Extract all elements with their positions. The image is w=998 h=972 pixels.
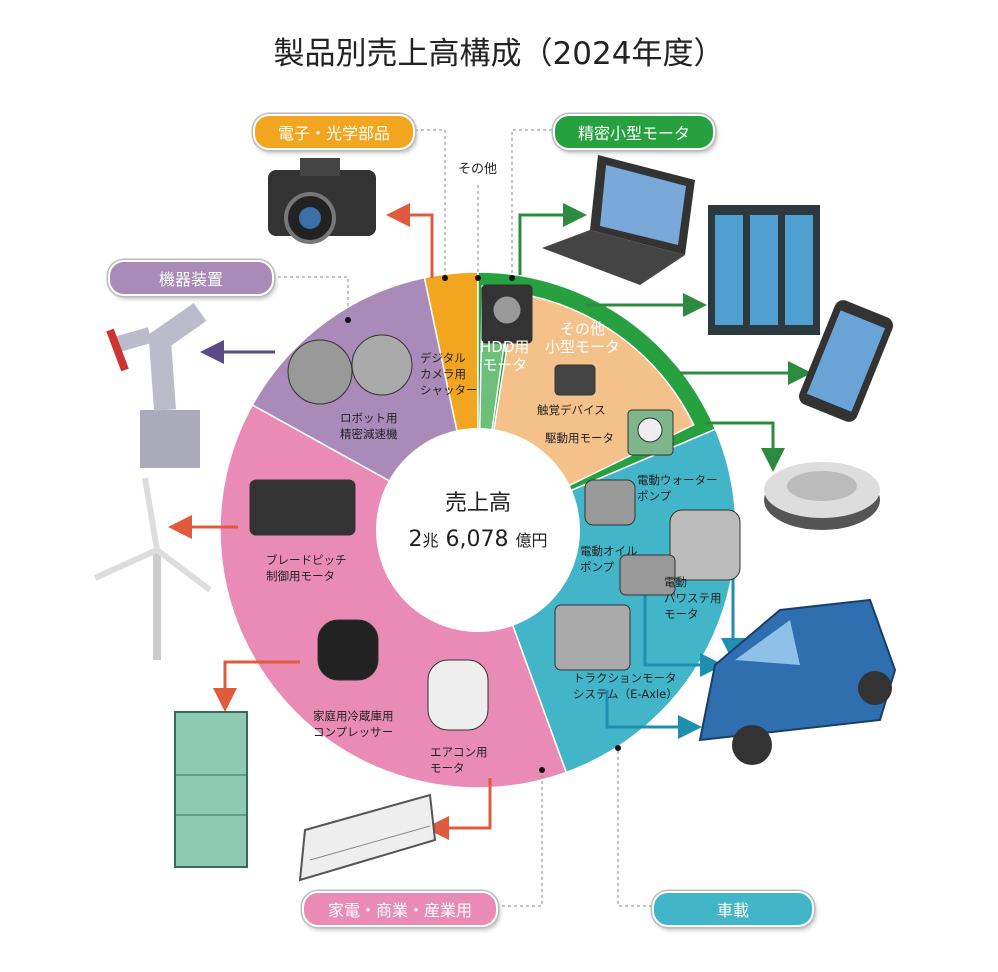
shutter-label: デジタル カメラ用 シャッター: [420, 351, 478, 397]
eps-motor-label: 電動 パワステ用 モータ: [664, 575, 722, 621]
unit-oku: 億円: [515, 531, 548, 550]
drive-motor-label: 駆動用モータ: [545, 431, 614, 445]
car-icon: [698, 598, 897, 765]
other-label: その他: [458, 162, 498, 177]
wind-turbine-icon: [93, 477, 212, 660]
eaxle-label: トラクションモータ システム（E-Axle）: [573, 671, 678, 701]
oil-pump-label: 電動オイル ポンプ: [580, 544, 638, 574]
robot-arm-icon: [106, 302, 207, 468]
segment-pill-appliance: 家電・商業・産業用: [302, 891, 498, 927]
value-oku: 6,078: [445, 527, 509, 552]
page-title: 製品別売上高構成（2024年度）: [273, 36, 725, 72]
segment-pill-electronic: 電子・光学部品: [253, 114, 415, 150]
robot-vacuum-icon: [764, 462, 880, 530]
hdd-motor-label: HDD用 モータ: [480, 338, 530, 374]
segment-pill-machinery: 機器装置: [108, 260, 274, 296]
haptic-label: 触覚デバイス: [537, 403, 606, 417]
total-sales: 売上高 2兆 6,078 億円: [378, 485, 578, 552]
aircon-motor-label: エアコン用 モータ: [430, 745, 488, 775]
air-conditioner-icon: [298, 793, 437, 882]
segment-pill-automotive: 車載: [652, 891, 814, 927]
unit-cho: 兆: [422, 531, 439, 550]
refrigerator-icon: [174, 711, 248, 868]
total-sales-label: 売上高: [444, 491, 511, 516]
compressor-label: 家庭用冷蔵庫用 コンプレッサー: [313, 709, 394, 739]
server-rack-icon: [708, 205, 820, 335]
smartphone-icon: [798, 300, 894, 422]
leader-lines: [272, 129, 652, 907]
segment-pill-precision: 精密小型モータ: [553, 114, 715, 150]
blade-pitch-label: ブレードピッチ 制御用モータ: [266, 553, 347, 583]
camera-icon: [268, 158, 376, 244]
arrows: [168, 203, 812, 840]
product-images: [249, 284, 741, 731]
value-cho: 2: [408, 527, 423, 552]
water-pump-label: 電動ウォーター ポンプ: [637, 473, 718, 503]
laptop-icon: [542, 155, 695, 285]
donut-hole: [376, 428, 580, 632]
other-small-motor-label: その他 小型モータ: [545, 320, 621, 356]
reducer-label: ロボット用 精密減速機: [340, 411, 398, 441]
